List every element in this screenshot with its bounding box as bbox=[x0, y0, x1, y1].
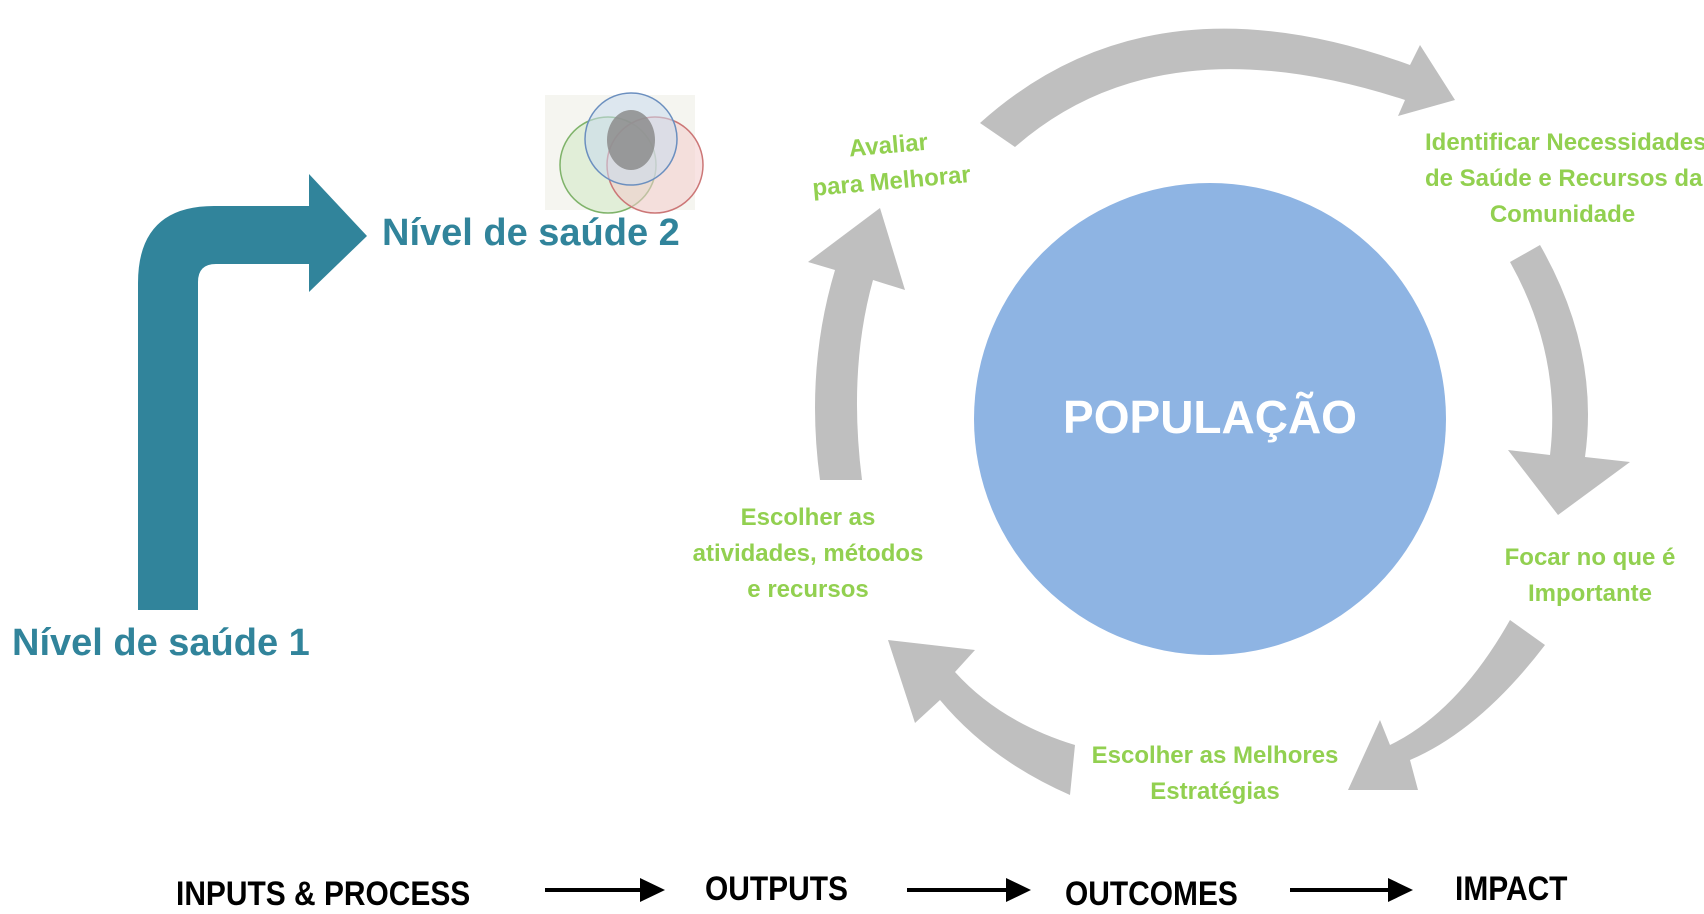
step-escolher-atividades-line2: atividades, métodos bbox=[692, 540, 924, 567]
cycle-arrow-right bbox=[1508, 245, 1630, 515]
step-escolher-melhores-line2: Estratégias bbox=[1150, 778, 1280, 805]
cycle-arrow-bottom bbox=[888, 640, 1075, 795]
flow-stage-outputs: OUTPUTS bbox=[705, 870, 848, 908]
flow-arrow-3 bbox=[1290, 878, 1413, 902]
cycle-arrow-left bbox=[808, 208, 905, 480]
population-circle bbox=[974, 183, 1446, 655]
step-escolher-atividades: Escolher as atividades, métodos e recurs… bbox=[678, 500, 938, 608]
population-label: POPULAÇÃO bbox=[1063, 391, 1357, 443]
step-escolher-melhores: Escolher as Melhores Estratégias bbox=[1065, 738, 1365, 810]
step-focar-line1: Focar no que é bbox=[1504, 544, 1676, 571]
step-focar: Focar no que é Importante bbox=[1480, 540, 1700, 612]
flow-stage-outcomes: OUTCOMES bbox=[1065, 875, 1238, 913]
step-escolher-atividades-line3: e recursos bbox=[747, 576, 869, 603]
flow-arrows bbox=[545, 878, 1413, 902]
step-escolher-atividades-line1: Escolher as bbox=[740, 504, 876, 531]
step-identificar-line1: Identificar Necessidades bbox=[1425, 129, 1704, 156]
step-escolher-melhores-line1: Escolher as Melhores bbox=[1091, 742, 1339, 769]
flow-arrow-2 bbox=[907, 878, 1031, 902]
step-identificar-line2: de Saúde e Recursos da bbox=[1425, 165, 1703, 192]
level-1-label: Nível de saúde 1 bbox=[12, 622, 310, 664]
step-identificar: Identificar Necessidades de Saúde e Recu… bbox=[1425, 125, 1704, 233]
cycle-arrows bbox=[808, 28, 1630, 795]
venn-logo-icon bbox=[545, 92, 704, 214]
flow-stage-inputs: INPUTS & PROCESS bbox=[176, 875, 471, 913]
step-focar-line2: Importante bbox=[1527, 580, 1652, 607]
flow-stage-impact: IMPACT bbox=[1455, 870, 1568, 908]
step-identificar-line3: Comunidade bbox=[1489, 201, 1636, 228]
cycle-arrow-lower-right bbox=[1348, 620, 1545, 790]
cycle-arrow-top bbox=[980, 28, 1455, 147]
level-2-label: Nível de saúde 2 bbox=[382, 212, 680, 254]
level-up-arrow bbox=[138, 174, 367, 610]
flow-arrow-1 bbox=[545, 878, 665, 902]
